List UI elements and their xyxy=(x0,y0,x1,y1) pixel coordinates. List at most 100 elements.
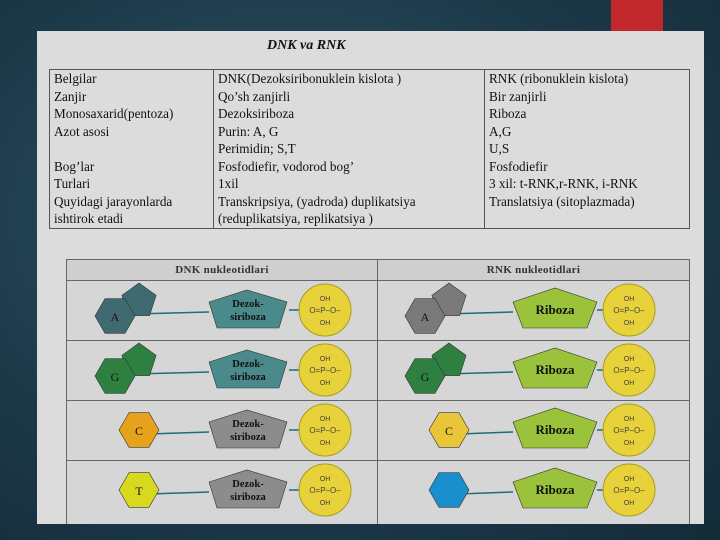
sugar-label: Riboza xyxy=(536,302,576,317)
base-pentagon-ring xyxy=(431,282,467,316)
sugar-pentagon xyxy=(208,289,288,329)
table-cell: Bog’lar xyxy=(49,157,214,175)
table-row: ishtirok etadi(reduplikatsiya, replikats… xyxy=(49,210,690,229)
base-pentagon-ring xyxy=(431,342,467,376)
phosphate-circle xyxy=(602,283,656,337)
sugar-pentagon xyxy=(512,407,598,449)
table-cell xyxy=(49,140,214,158)
phosphate-label-top: OH xyxy=(320,356,331,363)
bond-line xyxy=(148,431,210,435)
sugar-label: siriboza xyxy=(230,432,266,443)
base-label: T xyxy=(135,484,143,498)
table-cell: ishtirok etadi xyxy=(49,210,214,229)
base-hexagon-ring xyxy=(94,358,136,394)
base-pentagon-ring xyxy=(121,342,157,376)
base-label: C xyxy=(445,424,453,438)
nucleotide-diagrams: ADezok-siribozaOHO=P–O–OHGDezok-siriboza… xyxy=(94,282,656,517)
dnk-nucleotides-header: DNK nukleotidlari xyxy=(67,260,378,281)
sugar-label: Riboza xyxy=(536,362,576,377)
phosphate-label-top: OH xyxy=(624,416,635,423)
phosphate-circle xyxy=(298,403,352,457)
table-cell: (reduplikatsiya, replikatsiya ) xyxy=(213,210,485,229)
sugar-pentagon xyxy=(512,467,598,509)
sugar-label: Riboza xyxy=(536,422,576,437)
table-cell: 3 xil: t-RNK,r-RNK, i-RNK xyxy=(484,175,690,193)
sugar-label: Riboza xyxy=(536,482,576,497)
table-cell: Monosaxarid(pentoza) xyxy=(49,105,214,123)
phosphate-label-top: OH xyxy=(624,296,635,303)
base-hexagon-ring xyxy=(118,412,160,448)
phosphate-label-mid: O=P–O– xyxy=(309,486,341,495)
red-accent-tab xyxy=(611,0,663,33)
row-divider xyxy=(67,400,689,401)
bond-line xyxy=(148,491,210,495)
base-pentagon-ring xyxy=(121,282,157,316)
table-cell: Purin: A, G xyxy=(213,122,485,140)
phosphate-circle xyxy=(602,403,656,457)
rnk-nucleotides-header: RNK nukleotidlari xyxy=(378,260,689,281)
phosphate-label-bottom: OH xyxy=(624,320,635,327)
phosphate-label-mid: O=P–O– xyxy=(613,426,645,435)
table-cell: Fosfodiefir, vodorod bog’ xyxy=(213,157,485,175)
phosphate-label-mid: O=P–O– xyxy=(309,366,341,375)
phosphate-label-top: OH xyxy=(320,416,331,423)
bond-line xyxy=(458,491,514,495)
phosphate-label-bottom: OH xyxy=(624,500,635,507)
phosphate-circle xyxy=(602,343,656,397)
row-divider xyxy=(67,340,689,341)
table-cell: 1xil xyxy=(213,175,485,193)
base-label: C xyxy=(135,424,143,438)
phosphate-label-bottom: OH xyxy=(320,440,331,447)
phosphate-label-mid: O=P–O– xyxy=(309,306,341,315)
sugar-label: Dezok- xyxy=(232,299,264,310)
row-divider xyxy=(67,460,689,461)
phosphate-circle xyxy=(602,463,656,517)
phosphate-circle xyxy=(298,343,352,397)
phosphate-label-mid: O=P–O– xyxy=(309,426,341,435)
table-cell: DNK(Dezoksiribonuklein kislota ) xyxy=(213,69,485,88)
table-cell: Azot asosi xyxy=(49,122,214,140)
phosphate-label-top: OH xyxy=(320,296,331,303)
phosphate-label-mid: O=P–O– xyxy=(613,366,645,375)
phosphate-label-bottom: OH xyxy=(320,500,331,507)
phosphate-label-mid: O=P–O– xyxy=(613,306,645,315)
sugar-label: siriboza xyxy=(230,372,266,383)
base-hexagon-ring xyxy=(428,412,470,448)
table-cell: Turlari xyxy=(49,175,214,193)
base-hexagon-ring xyxy=(404,358,446,394)
sugar-label: Dezok- xyxy=(232,419,264,430)
base-label: G xyxy=(111,370,120,384)
table-cell: Belgilar xyxy=(49,69,214,88)
table-cell: RNK (ribonuklein kislota) xyxy=(484,69,690,88)
sugar-pentagon xyxy=(512,287,598,329)
table-cell: U,S xyxy=(484,140,690,158)
column-divider xyxy=(377,260,378,524)
sugar-label: siriboza xyxy=(230,312,266,323)
sugar-label: Dezok- xyxy=(232,479,264,490)
phosphate-label-bottom: OH xyxy=(320,380,331,387)
table-cell: Quyidagi jarayonlarda xyxy=(49,192,214,210)
table-cell: Transkripsiya, (yadroda) duplikatsiya xyxy=(213,192,485,210)
base-hexagon-ring xyxy=(118,472,160,508)
phosphate-label-bottom: OH xyxy=(320,320,331,327)
base-label: A xyxy=(421,310,430,324)
table-cell: Perimidin; S,T xyxy=(213,140,485,158)
phosphate-label-top: OH xyxy=(320,476,331,483)
phosphate-circle xyxy=(298,283,352,337)
phosphate-label-top: OH xyxy=(624,476,635,483)
sugar-pentagon xyxy=(512,347,598,389)
table-cell: Riboza xyxy=(484,105,690,123)
table-cell: Fosfodiefir xyxy=(484,157,690,175)
phosphate-circle xyxy=(298,463,352,517)
sugar-pentagon xyxy=(208,409,288,449)
sugar-pentagon xyxy=(208,349,288,389)
phosphate-label-bottom: OH xyxy=(624,440,635,447)
base-hexagon-ring xyxy=(404,298,446,334)
